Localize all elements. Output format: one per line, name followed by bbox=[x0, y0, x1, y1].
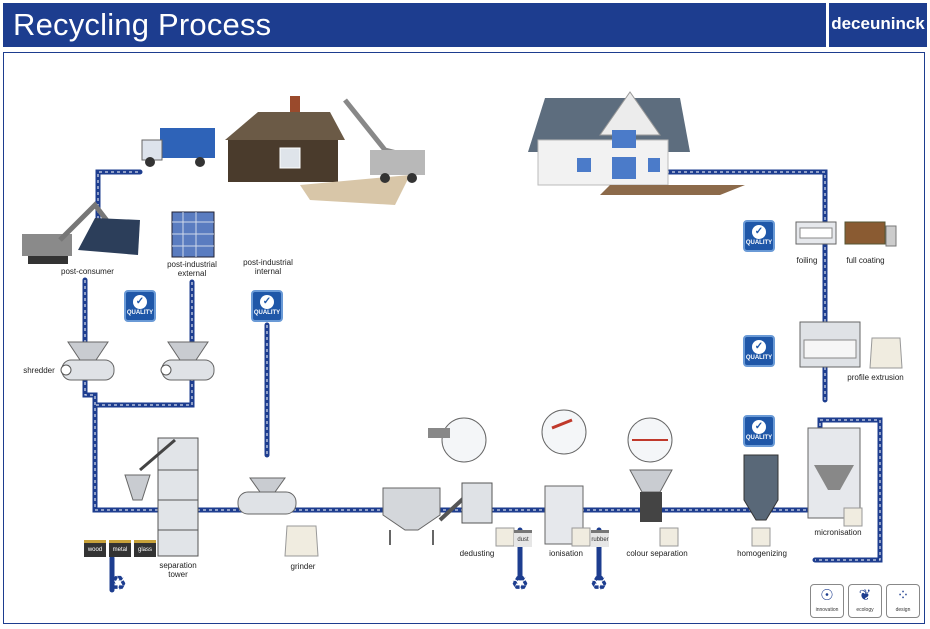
truck-icon bbox=[141, 128, 215, 167]
quality-label: QUALITY bbox=[126, 310, 154, 316]
label-foiling: foiling bbox=[796, 256, 818, 265]
window-frames-crate-icon bbox=[171, 211, 215, 258]
label-dedusting: dedusting bbox=[459, 549, 495, 558]
separation-tower-icon bbox=[124, 437, 199, 557]
profile-extrusion-icon bbox=[799, 321, 903, 369]
page-title: Recycling Process bbox=[13, 7, 272, 42]
check-icon: ✓ bbox=[752, 225, 766, 239]
innovation-label: innovation bbox=[815, 607, 839, 613]
ecology-button: ❦ ecology bbox=[848, 584, 882, 618]
quality-badge: ✓QUALITY bbox=[743, 220, 775, 252]
diagram-frame bbox=[3, 52, 925, 624]
shredder-left-icon bbox=[60, 341, 115, 381]
design-label: design bbox=[895, 607, 911, 613]
ecology-label: ecology bbox=[856, 607, 874, 613]
quality-label: QUALITY bbox=[745, 240, 773, 246]
bin-wood: wood bbox=[84, 540, 106, 557]
brand-bar: deceuninck bbox=[829, 3, 927, 47]
check-icon: ✓ bbox=[752, 340, 766, 354]
new-house-icon bbox=[528, 91, 745, 195]
ecology-icon: ❦ bbox=[858, 587, 872, 604]
bin-glass: glass bbox=[134, 540, 156, 557]
design-icon: ⁘ bbox=[896, 587, 910, 604]
quality-badge: ✓QUALITY bbox=[251, 290, 283, 322]
quality-badge: ✓QUALITY bbox=[743, 415, 775, 447]
label-post-industrial-external: post-industrial external bbox=[167, 260, 217, 278]
recycle-icon: ♻ bbox=[109, 573, 127, 595]
check-icon: ✓ bbox=[133, 295, 147, 309]
demolished-house-icon bbox=[225, 96, 425, 205]
label-profile-extrusion: profile extrusion bbox=[847, 373, 904, 382]
label-post-consumer: post-consumer bbox=[61, 267, 114, 276]
innovation-icon: ☉ bbox=[820, 587, 834, 604]
quality-badge: ✓QUALITY bbox=[124, 290, 156, 322]
grinder-icon bbox=[237, 477, 319, 557]
recycle-icon: ♻ bbox=[511, 573, 529, 595]
shredder-right-icon bbox=[160, 341, 215, 381]
colour-separation-icon bbox=[627, 417, 679, 547]
quality-badge: ✓QUALITY bbox=[743, 335, 775, 367]
label-micronisation: micronisation bbox=[814, 528, 862, 537]
micronisation-icon bbox=[807, 427, 863, 527]
label-homogenizing: homogenizing bbox=[737, 549, 787, 558]
quality-label: QUALITY bbox=[745, 355, 773, 361]
design-button: ⁘ design bbox=[886, 584, 920, 618]
bin-dust: dust bbox=[514, 530, 532, 547]
innovation-button: ☉ innovation bbox=[810, 584, 844, 618]
quality-label: QUALITY bbox=[745, 435, 773, 441]
excavator-icon bbox=[22, 201, 140, 264]
quality-label: QUALITY bbox=[253, 310, 281, 316]
ionisation-icon bbox=[541, 409, 591, 547]
bin-metal: metal bbox=[109, 540, 131, 557]
label-grinder: grinder bbox=[290, 562, 316, 571]
label-colour-separation: colour separation bbox=[626, 549, 688, 558]
title-bar: Recycling Process bbox=[3, 3, 826, 47]
check-icon: ✓ bbox=[260, 295, 274, 309]
header: Recycling Process deceuninck bbox=[0, 0, 930, 50]
brand-logo: deceuninck bbox=[831, 14, 925, 33]
check-icon: ✓ bbox=[752, 420, 766, 434]
bin-rubber: rubber bbox=[591, 530, 609, 547]
foiling-icon bbox=[795, 221, 837, 245]
dedusting-icon bbox=[382, 417, 515, 547]
label-ionisation: ionisation bbox=[549, 549, 583, 558]
label-post-industrial-internal: post-industrial internal bbox=[243, 258, 293, 276]
label-separation-tower: separation tower bbox=[159, 561, 197, 579]
full-coating-icon bbox=[844, 221, 897, 247]
label-full-coating: full coating bbox=[846, 256, 885, 265]
recycle-icon: ♻ bbox=[590, 573, 608, 595]
label-shredder: shredder bbox=[23, 366, 55, 375]
homogenizing-icon bbox=[743, 454, 779, 547]
